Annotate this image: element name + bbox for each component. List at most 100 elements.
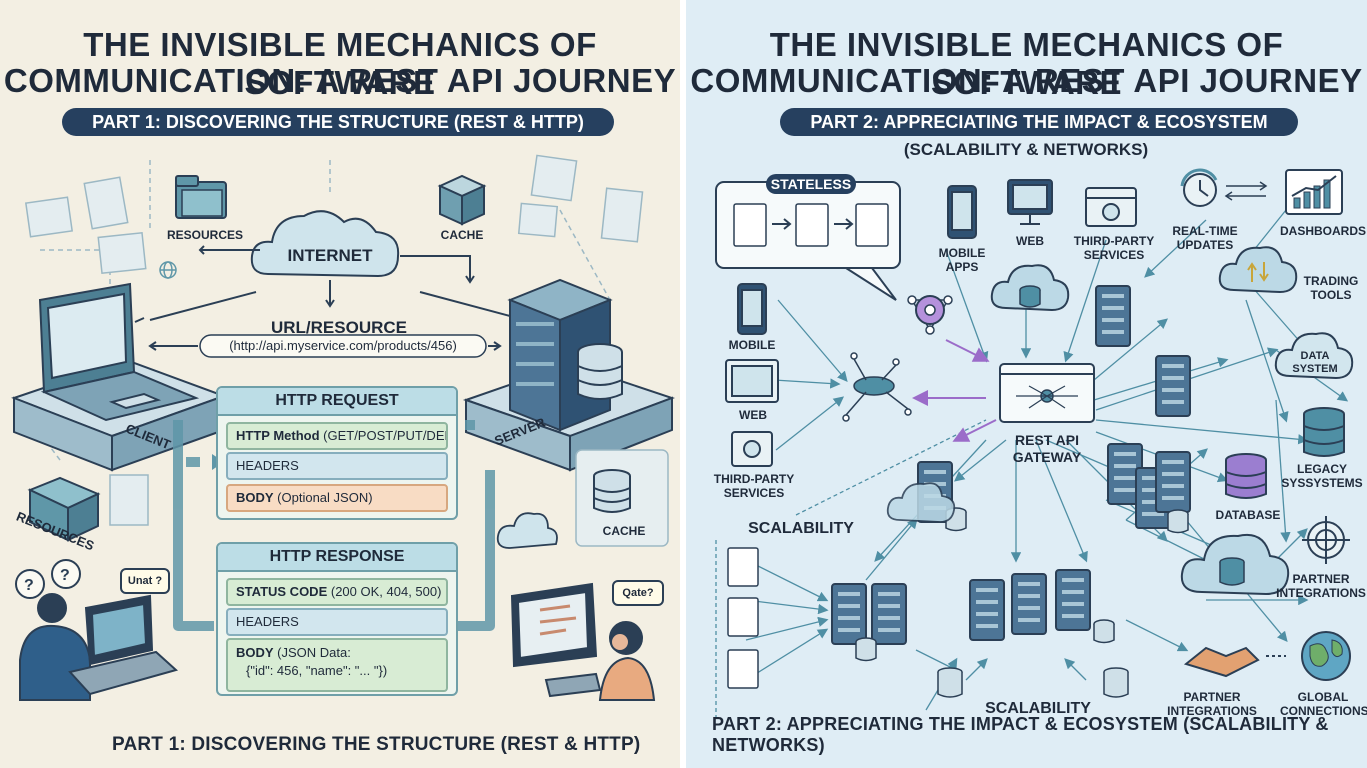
data-system-cloud-icon bbox=[1274, 332, 1354, 380]
dashboard-chart-icon bbox=[1285, 169, 1343, 215]
part2-pill: PART 2: APPRECIATING THE IMPACT & ECOSYS… bbox=[780, 108, 1298, 136]
third-party-gear-icon bbox=[731, 431, 773, 467]
server-rack-slot bbox=[878, 604, 900, 608]
cache-database-icon bbox=[593, 469, 631, 513]
svg-text:?: ? bbox=[24, 577, 34, 594]
question-bubble-right: Qate? bbox=[612, 580, 664, 606]
web-label: WEB bbox=[739, 408, 767, 422]
server-rack-slot bbox=[1162, 388, 1184, 392]
part2-network-diagram bbox=[715, 168, 1354, 720]
server-tower-icon bbox=[507, 278, 623, 432]
purple-database-icon bbox=[1225, 453, 1267, 499]
web-window-icon bbox=[725, 359, 779, 403]
client-laptop-icon bbox=[38, 282, 200, 422]
server-rack-slot bbox=[1162, 472, 1184, 476]
svg-text:?: ? bbox=[60, 567, 70, 584]
panel-divider bbox=[680, 0, 686, 768]
mobile-apps-label: MOBILE APPS bbox=[938, 246, 986, 274]
cloud-database-icon bbox=[990, 264, 1070, 312]
url-example: (http://api.myservice.com/products/456) bbox=[229, 338, 457, 353]
server-rack-slot bbox=[1102, 318, 1124, 322]
api-gateway-window bbox=[999, 363, 1095, 423]
scalability-left-label: SCALABILITY bbox=[748, 520, 854, 537]
third-party-top-label: THIRD-PARTY SERVICES bbox=[1073, 234, 1155, 262]
server-rack-slot bbox=[1142, 500, 1164, 504]
data-system-label: DATA SYSTEM bbox=[1292, 350, 1338, 375]
resources-folder-icon bbox=[27, 476, 101, 542]
http-request-box: HTTP REQUEST HTTP Method (GET/POST/PUT/D… bbox=[216, 386, 458, 520]
server-rack-slot bbox=[878, 616, 900, 620]
server-rack-slot bbox=[1162, 484, 1184, 488]
trading-tools-label: TRADING TOOLS bbox=[1303, 274, 1359, 302]
router-node-icon bbox=[842, 352, 912, 422]
http-response-box: HTTP RESPONSE STATUS CODE (200 OK, 404, … bbox=[216, 542, 458, 696]
handshake-icon bbox=[1183, 646, 1286, 678]
server-rack-slot bbox=[838, 616, 860, 620]
small-database-icons bbox=[855, 507, 1189, 698]
partner-integrations-bottom-label: PARTNER INTEGRATIONS bbox=[1167, 690, 1257, 718]
scalability-bottom-label: SCALABILITY bbox=[985, 700, 1091, 717]
server-rack-slot bbox=[1114, 464, 1136, 468]
legacy-database-icon bbox=[1303, 407, 1345, 457]
server-rack-slot bbox=[1162, 460, 1184, 464]
cache-bottom-label: CACHE bbox=[602, 524, 646, 538]
right-title-line2: COMMUNICATION: A REST API JOURNEY bbox=[690, 62, 1363, 99]
question-bubble-left: Unat ? bbox=[120, 568, 170, 594]
third-party-window-icon bbox=[1085, 187, 1137, 227]
partner-target-icon bbox=[1302, 516, 1350, 564]
server-rack-slot bbox=[1102, 294, 1124, 298]
server-rack-slot bbox=[1114, 452, 1136, 456]
cache-top-label: CACHE bbox=[440, 228, 484, 242]
server-rack-slot bbox=[924, 470, 946, 474]
server-rack-slot bbox=[1162, 376, 1184, 380]
server-rack-slot bbox=[1018, 606, 1040, 610]
mobile-label: MOBILE bbox=[728, 338, 776, 352]
real-time-label: REAL-TIME UPDATES bbox=[1172, 224, 1238, 252]
server-rack-slot bbox=[1142, 476, 1164, 480]
request-method-row: HTTP Method (GET/POST/PUT/DELETE) bbox=[226, 422, 448, 450]
legacy-systems-label: LEGACY SYSSYSTEMS bbox=[1281, 462, 1363, 490]
stateless-badge: STATELESS bbox=[766, 174, 856, 194]
server-rack-slot bbox=[1062, 578, 1084, 582]
question-bubble-icon bbox=[15, 559, 81, 599]
part1-footer: PART 1: DISCOVERING THE STRUCTURE (REST … bbox=[112, 734, 641, 755]
cache-cube-icon bbox=[437, 174, 487, 226]
folder-icon bbox=[175, 175, 227, 219]
internet-cloud-icon bbox=[250, 210, 400, 278]
person-at-laptop-icon bbox=[19, 593, 179, 701]
internet-label: INTERNET bbox=[287, 246, 373, 265]
mobile-phone-icon bbox=[737, 283, 767, 335]
server-rack-slot bbox=[976, 600, 998, 604]
response-status-row: STATUS CODE (200 OK, 404, 500) bbox=[226, 578, 448, 606]
scalability-docs-icon bbox=[727, 547, 759, 689]
request-headers-row: HEADERS bbox=[226, 452, 448, 480]
server-rack-slot bbox=[976, 588, 998, 592]
server-rack-slot bbox=[838, 604, 860, 608]
server-rack-slot bbox=[1018, 582, 1040, 586]
server-rack-slot bbox=[976, 624, 998, 628]
server-rack-slot bbox=[1062, 590, 1084, 594]
server-rack-slot bbox=[1142, 488, 1164, 492]
http-response-header: HTTP RESPONSE bbox=[218, 544, 456, 572]
resources-top-label: RESOURCES bbox=[166, 228, 243, 242]
server-rack-slot bbox=[878, 592, 900, 596]
part2-subtitle: (SCALABILITY & NETWORKS) bbox=[903, 140, 1149, 159]
realtime-clock-icon bbox=[1180, 168, 1218, 207]
server-rack-slot bbox=[1114, 488, 1136, 492]
person-at-monitor-icon bbox=[510, 582, 656, 701]
part1-pill: PART 1: DISCOVERING THE STRUCTURE (REST … bbox=[62, 108, 614, 136]
part1-panel: THE INVISIBLE MECHANICS OF SOFTWARE COMM… bbox=[0, 0, 680, 768]
global-connections-label: GLOBAL CONNECTIONS bbox=[1280, 690, 1367, 718]
part1-illustration: ? ? bbox=[11, 154, 676, 701]
server-rack-slot bbox=[1162, 400, 1184, 404]
server-rack-slot bbox=[1114, 476, 1136, 480]
server-rack-slot bbox=[1062, 602, 1084, 606]
server-rack-slot bbox=[1018, 594, 1040, 598]
server-rack-slot bbox=[976, 612, 998, 616]
server-rack-slot bbox=[1162, 496, 1184, 500]
web-monitor-icon bbox=[1007, 179, 1053, 225]
left-title-line1: THE INVISIBLE MECHANICS OF SOFTWARE bbox=[83, 26, 597, 101]
right-title-line1: THE INVISIBLE MECHANICS OF SOFTWARE bbox=[769, 26, 1284, 101]
server-rack-slot bbox=[1018, 618, 1040, 622]
http-request-header: HTTP REQUEST bbox=[218, 388, 456, 416]
